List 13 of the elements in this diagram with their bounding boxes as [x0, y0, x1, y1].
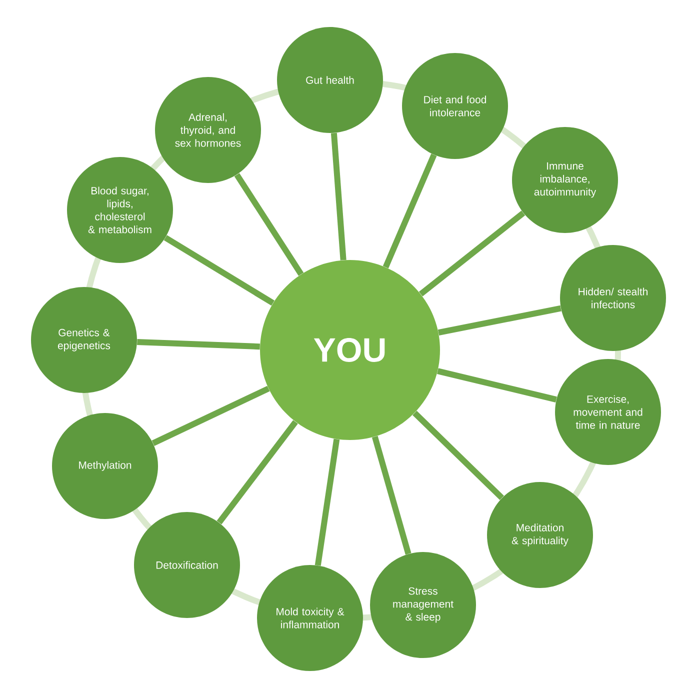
spoke-line: [216, 420, 298, 524]
spoke-line: [438, 305, 562, 336]
spoke-line: [137, 339, 260, 350]
spoke-line: [234, 173, 304, 276]
spoke-line: [412, 410, 504, 500]
spoke-line: [152, 386, 270, 446]
spoke-line: [330, 132, 346, 260]
spoke-line: [437, 368, 557, 402]
spoke-line: [372, 436, 412, 555]
spoke-line: [418, 210, 526, 296]
spoke-line: [382, 154, 437, 268]
spoke-line: [164, 235, 275, 306]
spoke-line: [314, 438, 340, 566]
